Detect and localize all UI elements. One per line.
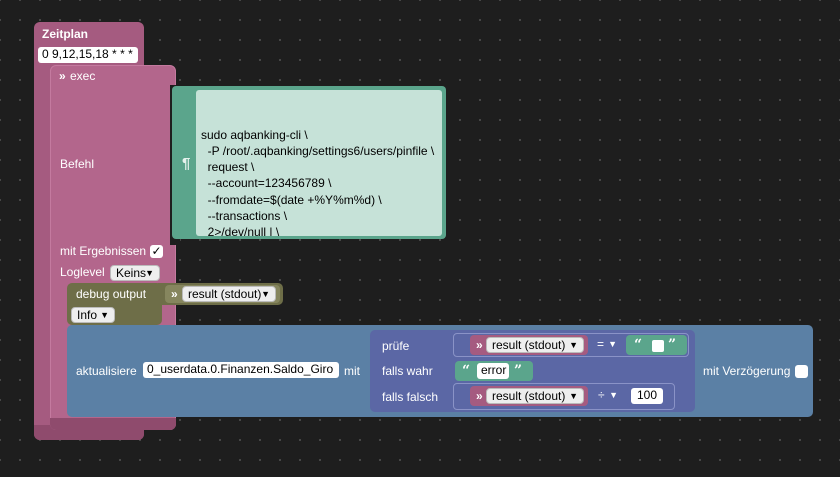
divide-op-value: ÷ xyxy=(598,388,605,402)
close-quote-icon: ” xyxy=(514,363,523,379)
command-line: sudo aqbanking-cli \ xyxy=(201,127,308,142)
divide-op-dropdown[interactable]: ÷ ▼ xyxy=(593,388,623,404)
open-quote-icon: “ xyxy=(462,363,471,379)
delay-label: mit Verzögerung xyxy=(703,364,791,378)
command-line: request \ xyxy=(201,160,255,175)
true-label: falls wahr xyxy=(382,364,433,378)
compare-var-value: result (stdout) xyxy=(492,338,566,352)
update-with-label: mit xyxy=(344,364,360,378)
chevron-down-icon: ▼ xyxy=(569,340,578,350)
chevron-down-icon: ▼ xyxy=(100,310,109,320)
chevron-down-icon: ▼ xyxy=(569,391,578,401)
compare-op-dropdown[interactable]: = ▼ xyxy=(592,337,622,353)
false-label: falls falsch xyxy=(382,390,439,404)
schedule-title: Zeitplan xyxy=(42,27,89,41)
loglevel-label: Loglevel xyxy=(60,265,105,279)
command-line: --transactions \ xyxy=(201,209,288,224)
command-line: --fromdate=$(date +%Y%m%d) \ xyxy=(201,192,382,207)
close-quote-icon: ” xyxy=(668,337,677,353)
debug-arg-dropdown[interactable]: result (stdout) ▼ xyxy=(182,286,276,302)
command-label: Befehl xyxy=(60,157,95,171)
divide-var-value: result (stdout) xyxy=(492,389,566,403)
command-textarea[interactable]: sudo aqbanking-cli \ -P /root/.aqbanking… xyxy=(196,90,442,236)
compare-var-dropdown[interactable]: result (stdout) ▼ xyxy=(486,337,584,353)
debug-arg-value: result (stdout) xyxy=(188,287,262,301)
chevron-down-icon: ▼ xyxy=(609,390,618,400)
chevron-down-icon: ▼ xyxy=(261,289,270,299)
debug-arg-chevron-icon: » xyxy=(171,287,178,301)
divide-var-chevron-icon: » xyxy=(476,389,483,403)
exec-title: exec xyxy=(70,69,96,83)
exec-bottom xyxy=(50,418,176,430)
command-lines: sudo aqbanking-cli \ -P /root/.aqbanking… xyxy=(201,127,437,236)
check-label: prüfe xyxy=(382,339,410,353)
state-id-field[interactable]: 0_userdata.0.Finanzen.Saldo_Giro xyxy=(143,362,339,378)
debug-level-dropdown[interactable]: Info ▼ xyxy=(71,307,115,323)
exec-chevron-icon: » xyxy=(59,69,66,83)
loglevel-value: Keins xyxy=(116,266,147,280)
compare-op-value: = xyxy=(597,337,605,351)
divide-var-dropdown[interactable]: result (stdout) ▼ xyxy=(486,388,584,404)
compare-text-field[interactable] xyxy=(652,340,664,352)
chevron-down-icon: ▼ xyxy=(608,339,617,349)
command-line: 2>/dev/null | \ xyxy=(201,225,280,236)
loglevel-dropdown[interactable]: Keins ▼ xyxy=(110,265,160,281)
pilcrow-icon: ¶ xyxy=(182,155,191,172)
with-results-label: mit Ergebnissen xyxy=(60,244,147,258)
divide-value-field[interactable]: 100 xyxy=(631,388,663,404)
update-label: aktualisiere xyxy=(76,364,137,378)
true-value-field[interactable]: error xyxy=(477,363,509,379)
debug-level-value: Info xyxy=(77,308,98,322)
command-line: -P /root/.aqbanking/settings6/users/pinf… xyxy=(201,143,435,158)
open-quote-icon: “ xyxy=(634,337,643,353)
with-results-checkbox[interactable]: ✓ xyxy=(150,244,163,258)
cron-field[interactable]: 0 9,12,15,18 * * * xyxy=(38,47,138,63)
command-line: --account=123456789 \ xyxy=(201,176,332,191)
delay-checkbox[interactable] xyxy=(795,365,808,378)
chevron-down-icon: ▼ xyxy=(145,268,154,278)
debug-label: debug output xyxy=(76,287,147,301)
compare-var-chevron-icon: » xyxy=(476,338,483,352)
